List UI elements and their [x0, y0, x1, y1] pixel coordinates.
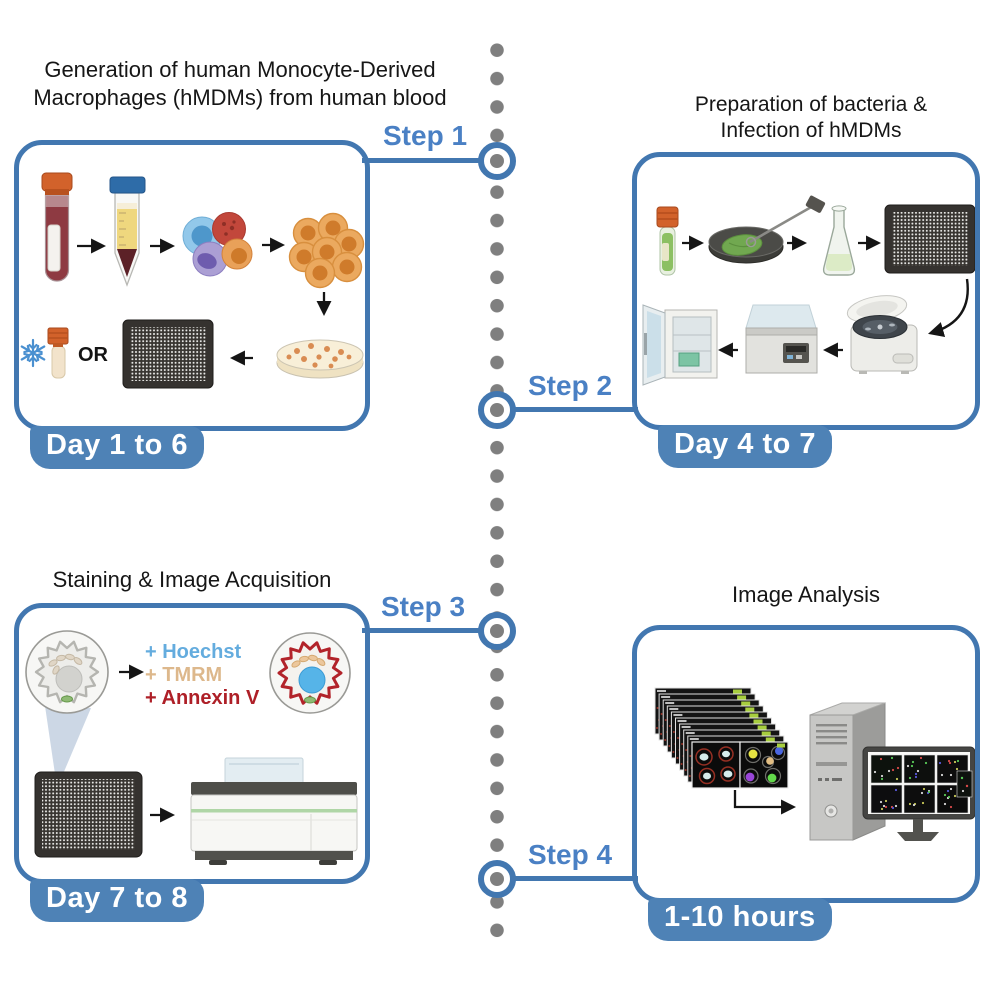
step-2-connector — [504, 407, 638, 412]
panel3-artwork — [25, 630, 358, 865]
stain-labels: + Hoechst + TMRM + Annexin V — [145, 641, 259, 710]
annexinv-label: + Annexin V — [145, 687, 260, 709]
panel2-title: Preparation of bacteria & Infection of h… — [694, 93, 928, 143]
macrophages-icon — [288, 212, 365, 289]
erlenmeyer-flask-icon — [822, 205, 856, 276]
step-1-node — [478, 142, 516, 180]
step-2-label: Step 2 — [528, 370, 613, 401]
timeline-dotted-line — [490, 36, 504, 946]
macrophage-stained-icon — [269, 632, 351, 714]
centrifuge-icon — [846, 295, 918, 374]
high-content-microscope-icon — [190, 757, 358, 865]
immune-cells-icon — [182, 212, 253, 277]
panel1-title: Generation of human Monocyte-Derived Mac… — [33, 57, 447, 110]
step-3-label: Step 3 — [381, 591, 466, 622]
step-4-node — [478, 860, 516, 898]
panel2-artwork — [642, 195, 975, 386]
blood-tube-icon — [41, 172, 73, 282]
step-1-connector — [362, 158, 490, 163]
step-3-node — [478, 612, 516, 650]
agar-plate-icon — [708, 226, 784, 264]
tmrm-label: + TMRM — [145, 664, 223, 686]
analysis-thumbnails — [870, 754, 973, 814]
falcon-tube-icon — [109, 176, 146, 287]
step-1-label: Step 1 — [383, 120, 468, 151]
panel1-duration-badge: Day 1 to 6 — [30, 426, 204, 469]
flow-arrow-elbow — [733, 790, 796, 815]
flow-arrow-curved — [928, 278, 969, 338]
incubator-icon — [642, 304, 718, 386]
monitor-icon — [862, 746, 975, 841]
microplate-icon — [34, 771, 143, 858]
macrophage-unstained-icon — [25, 630, 109, 714]
panel3-duration-badge: Day 7 to 8 — [30, 879, 204, 922]
inoculation-loop-icon — [745, 195, 826, 248]
microplate-icon — [884, 204, 975, 274]
hoechst-label: + Hoechst — [145, 641, 242, 663]
step-4-connector — [504, 876, 638, 881]
step-3-connector — [362, 628, 490, 633]
water-bath-icon — [745, 304, 818, 374]
microplate-icon — [122, 319, 214, 389]
image-stack-icon — [654, 687, 789, 789]
panel4-title: Image Analysis — [732, 582, 880, 607]
or-label: OR — [78, 344, 109, 366]
panel1-artwork: OR — [20, 172, 365, 389]
panel3-title: Staining & Image Acquisition — [52, 567, 332, 592]
image-stack-front-frame — [691, 741, 789, 789]
snowflake-icon — [20, 338, 46, 368]
panel4-artwork — [654, 687, 975, 841]
petri-dish-icon — [276, 339, 364, 379]
magnification-cone — [45, 706, 91, 774]
cryovial-icon — [47, 327, 69, 379]
bacteria-vial-icon — [656, 206, 679, 276]
panel2-duration-badge: Day 4 to 7 — [658, 425, 832, 468]
panel4-duration-badge: 1-10 hours — [648, 898, 832, 941]
step-2-node — [478, 391, 516, 429]
step-4-label: Step 4 — [528, 839, 613, 870]
